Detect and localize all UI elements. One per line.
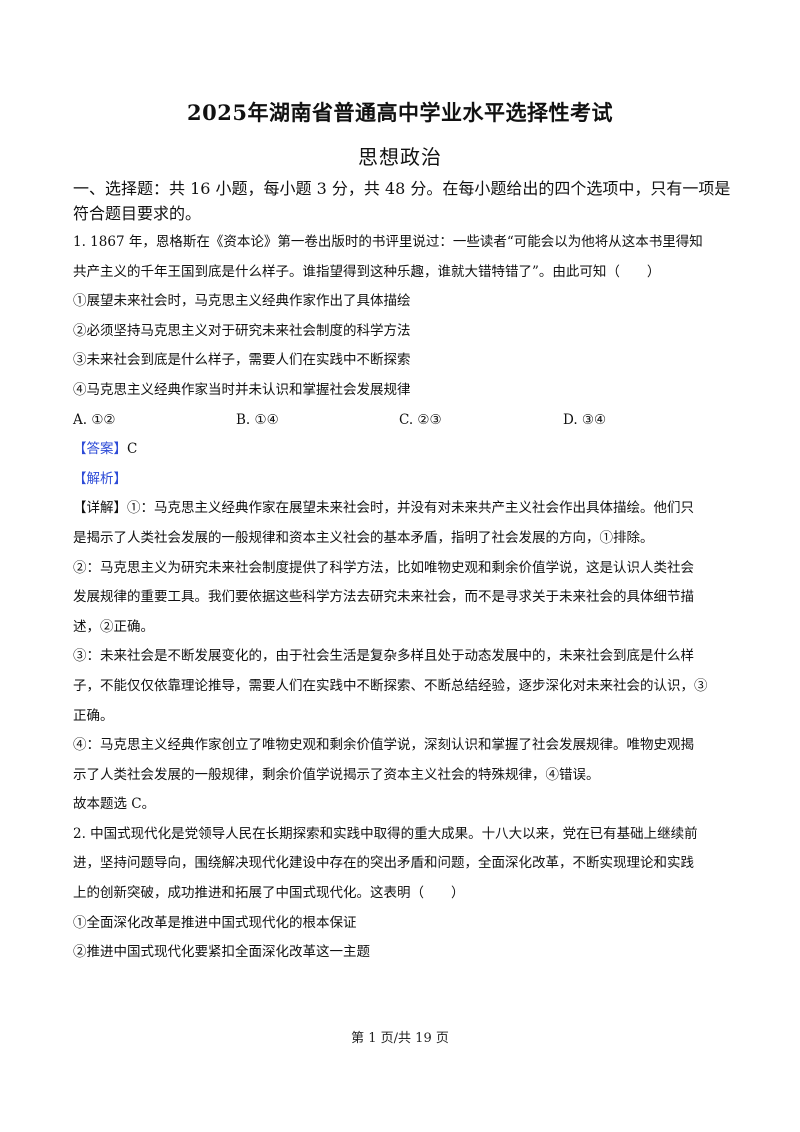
q1-detail-line-2: 是揭示了人类社会发展的一般规律和资本主义社会的基本矛盾，指明了社会发展的方向，①… xyxy=(73,529,654,546)
q1-detail-line-6: ③：未来社会是不断发展变化的，由于社会生活是复杂多样且处于动态发展中的，未来社会… xyxy=(73,648,694,665)
exam-subject: 思想政治 xyxy=(358,145,442,169)
page-number: 第 1 页/共 19 页 xyxy=(351,1031,449,1046)
q1-detail-line-4: 发展规律的重要工具。我们要依据这些科学方法去研究未来社会，而不是寻求关于未来社会… xyxy=(73,589,694,606)
q1-detail-line-9: ④：马克思主义经典作家创立了唯物史观和剩余价值学说，深刻认识和掌握了社会发展规律… xyxy=(73,737,694,754)
q2-item-2: ②推进中国式现代化要紧扣全面深化改革这一主题 xyxy=(73,944,370,961)
q1-detail-line-7: 子，不能仅仅依靠理论推导，需要人们在实践中不断探索、不断总结经验，逐步深化对未来… xyxy=(73,677,708,694)
q2-stem-line-2: 进，坚持问题导向，围绕解决现代化建设中存在的突出矛盾和问题，全面深化改革，不断实… xyxy=(73,855,694,872)
q1-options: A. ①② B. ①④ C. ②③ D. ③④ xyxy=(73,406,733,436)
q1-stem-line-1: 1. 1867 年，恩格斯在《资本论》第一卷出版时的书评里说过：一些读者“可能会… xyxy=(73,234,703,250)
answer-value: C xyxy=(127,441,138,458)
analysis-tag: 【解析】 xyxy=(73,470,127,487)
q1-detail-line-10: 示了人类社会发展的一般规律，剩余价值学说揭示了资本主义社会的特殊规律，④错误。 xyxy=(73,766,600,783)
q1-analysis: 【解析】 xyxy=(73,465,733,495)
q1-stem-line-2: 共产主义的千年王国到底是什么样子。谁指望得到这种乐趣，谁就大错特错了”。由此可知… xyxy=(73,263,661,280)
q1-conclusion: 故本题选 C。 xyxy=(73,796,156,813)
detail-text: ①：马克思主义经典作家在展望未来社会时，并没有对未来共产主义社会作出具体描绘。他… xyxy=(127,500,694,517)
q1-item-1: ①展望未来社会时，马克思主义经典作家作出了具体描绘 xyxy=(73,293,411,310)
section-instructions-line-1: 一、选择题：共 16 小题，每小题 3 分，共 48 分。在每小题给出的四个选项… xyxy=(73,179,731,198)
q1-option-b: B. ①④ xyxy=(236,411,279,428)
answer-tag: 【答案】 xyxy=(73,441,127,458)
q2-stem-line-1: 2. 中国式现代化是党领导人民在长期探索和实践中取得的重大成果。十八大以来，党在… xyxy=(73,825,698,842)
question-content: 1. 1867 年，恩格斯在《资本论》第一卷出版时的书评里说过：一些读者“可能会… xyxy=(73,228,733,968)
q1-item-3: ③未来社会到底是什么样子，需要人们在实践中不断探索 xyxy=(73,352,411,369)
q2-item-1: ①全面深化改革是推进中国式现代化的根本保证 xyxy=(73,914,357,931)
detail-tag: 【详解】 xyxy=(73,500,127,517)
q1-detail-line-1: 【详解】①：马克思主义经典作家在展望未来社会时，并没有对未来共产主义社会作出具体… xyxy=(73,494,733,524)
section-instructions-line-2: 符合题目要求的。 xyxy=(73,204,202,223)
section-instructions: 一、选择题：共 16 小题，每小题 3 分，共 48 分。在每小题给出的四个选项… xyxy=(73,176,733,226)
q1-answer: 【答案】C xyxy=(73,435,733,465)
q1-option-c: C. ②③ xyxy=(399,411,442,428)
q1-item-4: ④马克思主义经典作家当时并未认识和掌握社会发展规律 xyxy=(73,381,411,398)
q1-detail-line-8: 正确。 xyxy=(73,707,114,724)
q1-item-2: ②必须坚持马克思主义对于研究未来社会制度的科学方法 xyxy=(73,322,411,339)
q1-option-a: A. ①② xyxy=(73,411,116,428)
q1-detail-line-3: ②：马克思主义为研究未来社会制度提供了科学方法，比如唯物史观和剩余价值学说，这是… xyxy=(73,559,694,576)
q1-detail-line-5: 述，②正确。 xyxy=(73,618,154,635)
q1-option-d: D. ③④ xyxy=(563,411,607,428)
exam-title: 2025年湖南省普通高中学业水平选择性考试 xyxy=(187,100,613,125)
q2-stem-line-3: 上的创新突破，成功推进和拓展了中国式现代化。这表明（ ） xyxy=(73,885,465,902)
